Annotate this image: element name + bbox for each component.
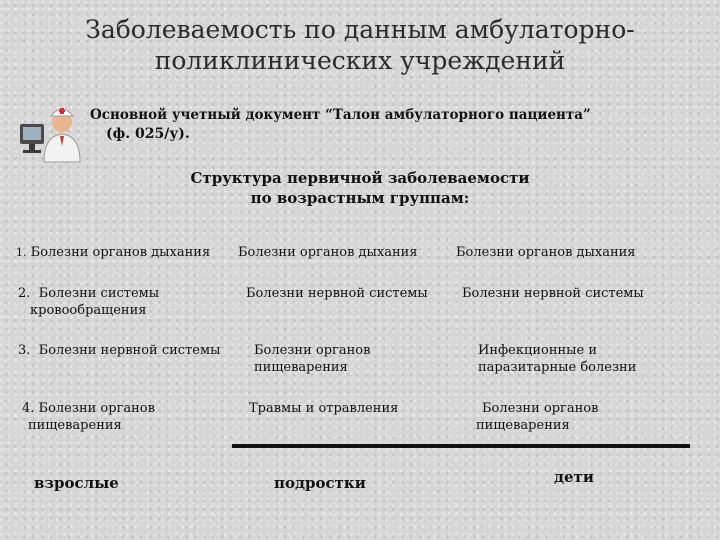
doctor-at-computer-icon xyxy=(14,96,84,166)
teens-item-3: Болезни органов пищеварения xyxy=(254,342,370,376)
teens-item-1: Болезни органов дыхания xyxy=(238,244,418,261)
adults-item-2: 2. Болезни системы кровообращения xyxy=(18,285,159,319)
item-label: Инфекционные и xyxy=(478,343,598,358)
item-label: Болезни органов дыхания xyxy=(456,245,636,260)
item-label: Болезни системы xyxy=(38,286,160,301)
item-label: Болезни органов xyxy=(38,401,155,416)
item-label: Болезни нервной системы xyxy=(38,343,221,358)
subtitle-line-2: по возрастным группам: xyxy=(250,189,470,207)
footer-children: дети xyxy=(554,468,594,486)
item-number: 1. xyxy=(16,246,27,259)
adults-item-4: 4. Болезни органов пищеварения xyxy=(22,400,155,434)
item-number: 2. xyxy=(18,286,31,301)
title-line-2: поликлинических учреждений xyxy=(154,46,566,75)
section-subtitle: Структура первичной заболеваемости по во… xyxy=(160,168,560,208)
item-label: Болезни органов xyxy=(482,401,599,416)
item-label: Болезни органов xyxy=(254,343,371,358)
teens-item-4: Травмы и отравления xyxy=(249,400,398,417)
item-label-continued: пищеварения xyxy=(476,418,570,433)
item-label-continued: кровообращения xyxy=(30,303,147,318)
item-label: Болезни нервной системы xyxy=(462,286,644,301)
children-item-4: Болезни органов пищеварения xyxy=(476,400,598,434)
footer-adults: взрослые xyxy=(34,474,119,492)
children-item-2: Болезни нервной системы xyxy=(462,285,644,302)
page-title: Заболеваемость по данным амбулаторно- по… xyxy=(40,14,680,76)
item-label: Травмы и отравления xyxy=(249,401,399,416)
divider-line xyxy=(232,444,690,448)
item-label: Болезни органов дыхания xyxy=(30,245,211,260)
item-label: Болезни органов дыхания xyxy=(238,245,418,260)
teens-item-2: Болезни нервной системы xyxy=(246,285,428,302)
item-label-continued: пищеварения xyxy=(254,360,348,375)
adults-item-1: 1. Болезни органов дыхания xyxy=(16,244,210,261)
item-label: Болезни нервной системы xyxy=(246,286,428,301)
document-note-line-2: (ф. 025/у). xyxy=(106,126,190,142)
children-item-3: Инфекционные и паразитарные болезни xyxy=(478,342,636,376)
footer-teens: подростки xyxy=(274,474,366,492)
item-label-continued: пищеварения xyxy=(28,418,122,433)
adults-item-3: 3. Болезни нервной системы xyxy=(18,342,220,359)
item-number: 3. xyxy=(18,343,31,358)
title-line-1: Заболеваемость по данным амбулаторно- xyxy=(85,15,635,44)
document-note-line-1: Основной учетный документ “Талон амбулат… xyxy=(90,107,591,123)
subtitle-line-1: Структура первичной заболеваемости xyxy=(190,169,530,187)
children-item-1: Болезни органов дыхания xyxy=(456,244,636,261)
item-number: 4. xyxy=(22,401,35,416)
item-label-continued: паразитарные болезни xyxy=(478,360,637,375)
